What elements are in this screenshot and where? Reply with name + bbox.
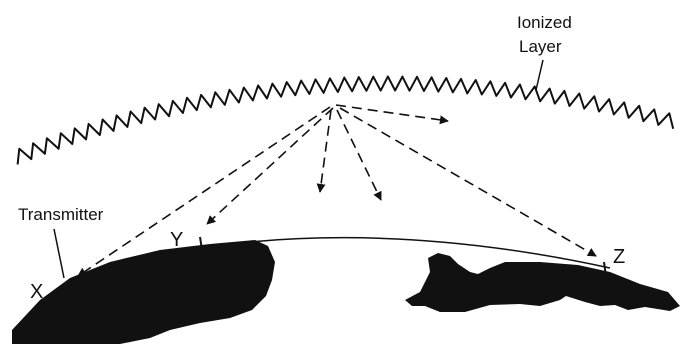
z-label: Z [613,246,625,268]
y-label: Y [170,229,183,251]
x-label: X [30,281,43,303]
ionized-layer [18,77,674,165]
wave-to-y [207,108,333,224]
wave-upward [336,105,448,121]
wave-to-z [340,108,596,256]
wave-down [320,110,331,192]
ionized-label-line1: Ionized [517,13,572,32]
ionized-label-line2: Layer [519,37,562,56]
ionized-layer-pointer [536,60,543,90]
landmass-left [12,240,275,344]
landmass-right [405,253,680,312]
transmitter-pointer [54,229,64,278]
transmitter-label: Transmitter [18,205,104,224]
wave-down-right [337,110,381,200]
